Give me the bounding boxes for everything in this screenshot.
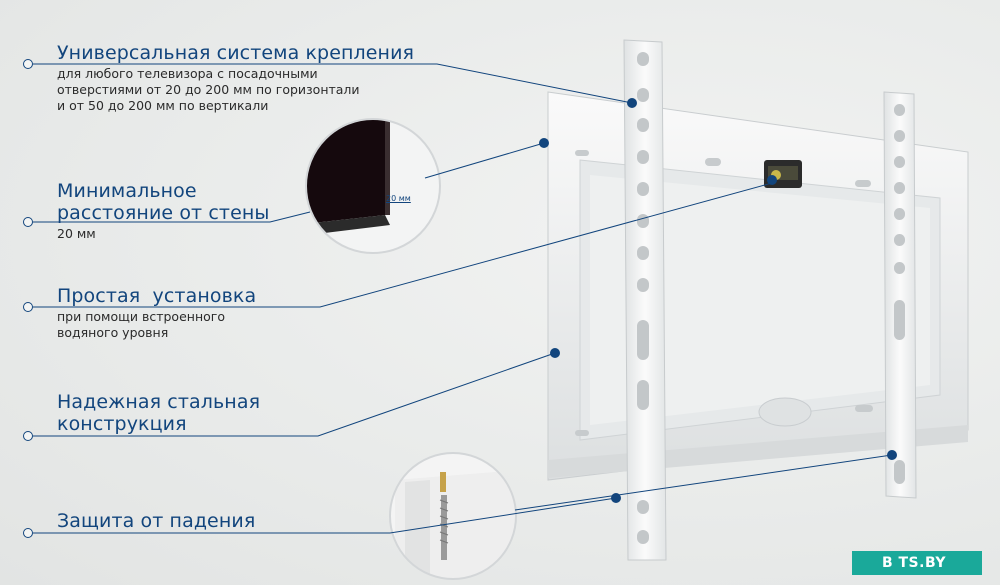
title-line: расстояние от стены bbox=[57, 202, 270, 224]
feature-description: 20 мм bbox=[57, 226, 96, 241]
bullet-install bbox=[23, 302, 33, 312]
brand-logo: B TS.BY bbox=[852, 551, 982, 575]
feature-title: Надежная стальная конструкция bbox=[57, 391, 260, 435]
feature-description: при помощи встроенного водяного уровня bbox=[57, 309, 256, 341]
title-line: Надежная стальная bbox=[57, 391, 261, 413]
right-rail bbox=[883, 91, 917, 499]
description-line: и от 50 до 200 мм по вертикали bbox=[57, 98, 269, 113]
feature-title: Простая установка bbox=[57, 285, 257, 307]
title-line: Минимальное bbox=[57, 180, 197, 202]
fall-protection-inset bbox=[389, 452, 517, 580]
description-line: отверстиями от 20 до 200 мм по горизонта… bbox=[57, 82, 360, 97]
title-line: конструкция bbox=[57, 413, 187, 435]
feature-universal-mount: Универсальная система крепления для любо… bbox=[57, 42, 414, 114]
bullet-distance bbox=[23, 217, 33, 227]
feature-title: Минимальное расстояние от стены bbox=[57, 180, 269, 224]
callout-lines bbox=[33, 63, 893, 534]
feature-title: Защита от падения bbox=[57, 510, 256, 532]
description-line: для любого телевизора с посадочными bbox=[57, 66, 318, 81]
distance-inset bbox=[305, 118, 441, 254]
callout-dots bbox=[539, 98, 897, 503]
feature-steel: Надежная стальная конструкция bbox=[57, 391, 260, 435]
feature-easy-install: Простая установка при помощи встроенного… bbox=[57, 285, 256, 341]
description-line: при помощи встроенного bbox=[57, 309, 225, 324]
feature-description: для любого телевизора с посадочными отве… bbox=[57, 66, 414, 114]
bullet-steel bbox=[23, 431, 33, 441]
feature-min-distance: Минимальное расстояние от стены 20 мм bbox=[57, 180, 269, 242]
dimension-label: 20 мм bbox=[386, 194, 411, 203]
bullet-fall bbox=[23, 528, 33, 538]
feature-fall-protection: Защита от падения bbox=[57, 510, 255, 532]
left-rail bbox=[623, 39, 667, 561]
description-line: водяного уровня bbox=[57, 325, 169, 340]
feature-title: Универсальная система крепления bbox=[57, 42, 415, 64]
bullet-universal bbox=[23, 59, 33, 69]
